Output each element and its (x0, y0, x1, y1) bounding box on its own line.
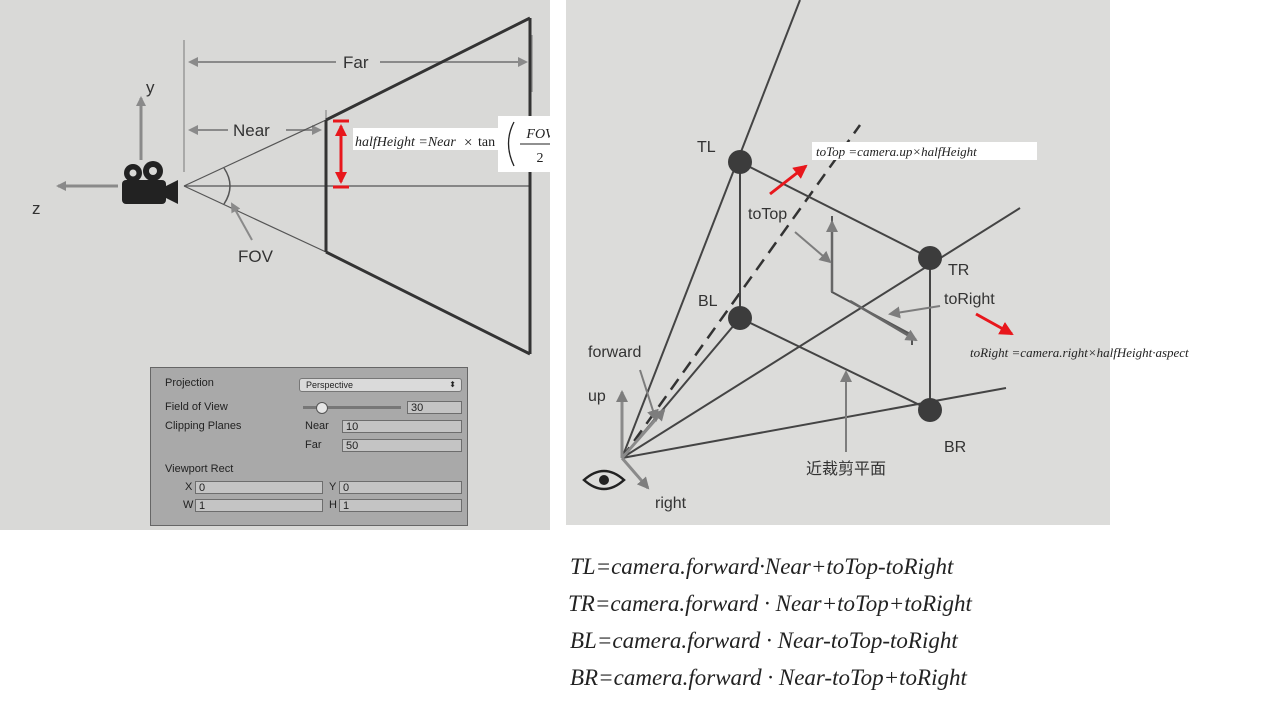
forward-label: forward (588, 344, 641, 361)
near-label: Near (233, 121, 270, 140)
far-value-input[interactable]: 50 (342, 439, 462, 452)
formula-tl: TL=camera.forward·Near+toTop-toRight (570, 554, 954, 579)
viewport-xy-row: X 0 Y 0 (151, 481, 467, 499)
fov-slider-thumb[interactable] (315, 402, 328, 414)
to-right-formula: toRight =camera.right×halfHeight·aspect (970, 345, 1189, 360)
formula-bl: BL=camera.forward · Near-toTop-toRight (570, 628, 958, 653)
to-top-red-arrow (769, 164, 808, 196)
to-top-formula: toTop =camera.up×halfHeight (816, 144, 977, 159)
frustum-bottom-edge (325, 250, 531, 356)
x-value-input[interactable]: 0 (195, 481, 323, 494)
to-right-pointer (888, 305, 941, 319)
formula-tan: tan (478, 135, 495, 150)
edge-ray-br (621, 387, 1007, 459)
h-value-input[interactable]: 1 (339, 499, 462, 512)
clipping-near-row: Clipping Planes Near 10 (151, 420, 467, 438)
formula-br: BR=camera.forward · Near-toTop+toRight (570, 665, 967, 690)
formula-paren-left (507, 121, 515, 167)
corner-point-tl (728, 150, 752, 174)
tr-label: TR (948, 262, 969, 279)
fov-row: Field of View 30 (151, 401, 467, 419)
right-vector (620, 457, 650, 490)
forward-pointer (639, 369, 659, 422)
fov-slider-track[interactable] (303, 402, 401, 414)
right-label: right (655, 495, 687, 512)
formula-lhs: halfHeight =Near (355, 135, 456, 150)
fov-field-label: Field of View (165, 401, 228, 413)
formula-denominator: 2 (537, 151, 544, 166)
formula-tr: TR=camera.forward · Near+toTop+toRight (568, 591, 972, 616)
to-right-label: toRight (944, 291, 995, 308)
fov-value-input[interactable]: 30 (407, 401, 462, 414)
far-label: Far (343, 53, 369, 72)
fov-pointer-arrow (231, 202, 253, 241)
formula-times: × (464, 135, 472, 151)
corner-point-br (918, 398, 942, 422)
br-label: BR (944, 439, 966, 456)
viewport-wh-row: W 1 H 1 (151, 499, 467, 517)
near-plane-perspective-view (566, 0, 1110, 525)
y-label: Y (329, 481, 337, 493)
eye-icon (582, 469, 626, 491)
to-top-pointer (794, 231, 832, 264)
near-plane-rect (739, 160, 931, 412)
y-axis-label: y (146, 78, 155, 97)
frustum-side-view: Far Near y z FOV (0, 0, 550, 530)
camera-inspector-panel: Projection Perspective ⬍ Field of View 3… (150, 367, 468, 526)
select-arrows-icon: ⬍ (449, 380, 456, 389)
projection-label: Projection (165, 377, 214, 389)
near-plane-label: 近裁剪平面 (806, 460, 886, 478)
frustum-top-edge (325, 16, 531, 122)
half-height-formula: halfHeight =Near × tan FOV 2 (353, 116, 550, 172)
edge-ray-tr (621, 207, 1021, 459)
fov-ray-bottom (183, 185, 327, 253)
formula-numerator: FOV (525, 127, 550, 142)
edge-ray-tl (621, 0, 801, 459)
up-label: up (588, 388, 606, 405)
corner-point-bl (728, 306, 752, 330)
to-top-formula-bg (812, 142, 1037, 160)
tl-label: TL (697, 139, 716, 156)
clipping-far-row: Far 50 (151, 439, 467, 457)
y-value-input[interactable]: 0 (339, 481, 462, 494)
to-top-label: toTop (748, 206, 787, 223)
z-axis-label: z (32, 199, 41, 218)
x-label: X (185, 481, 193, 493)
fov-arc (223, 167, 231, 205)
projection-row: Projection Perspective ⬍ (151, 377, 467, 395)
clipping-label: Clipping Planes (165, 420, 242, 432)
camera-icon (122, 161, 178, 204)
fov-ray-top (183, 119, 327, 187)
near-value-input[interactable]: 10 (342, 420, 462, 433)
to-right-inner-arrow (849, 299, 918, 342)
fov-label: FOV (238, 247, 274, 266)
corner-formulas: TL=camera.forward·Near+toTop-toRight TR=… (568, 548, 1048, 696)
w-value-input[interactable]: 1 (195, 499, 323, 512)
projection-value: Perspective (306, 380, 354, 390)
h-label: H (329, 499, 337, 511)
construction-lines (831, 216, 913, 345)
frustum-side-view-svg: Far Near y z FOV (32, 16, 550, 356)
corner-point-tr (918, 246, 942, 270)
projection-select[interactable]: Perspective ⬍ (299, 378, 462, 392)
forward-dashed-line (620, 124, 862, 459)
viewport-row: Viewport Rect (151, 463, 467, 481)
bl-label: BL (698, 293, 718, 310)
to-right-red-arrow (975, 312, 1014, 336)
viewport-label: Viewport Rect (165, 463, 234, 475)
far-field-label: Far (305, 439, 322, 451)
near-field-label: Near (305, 420, 329, 432)
w-label: W (183, 499, 194, 511)
